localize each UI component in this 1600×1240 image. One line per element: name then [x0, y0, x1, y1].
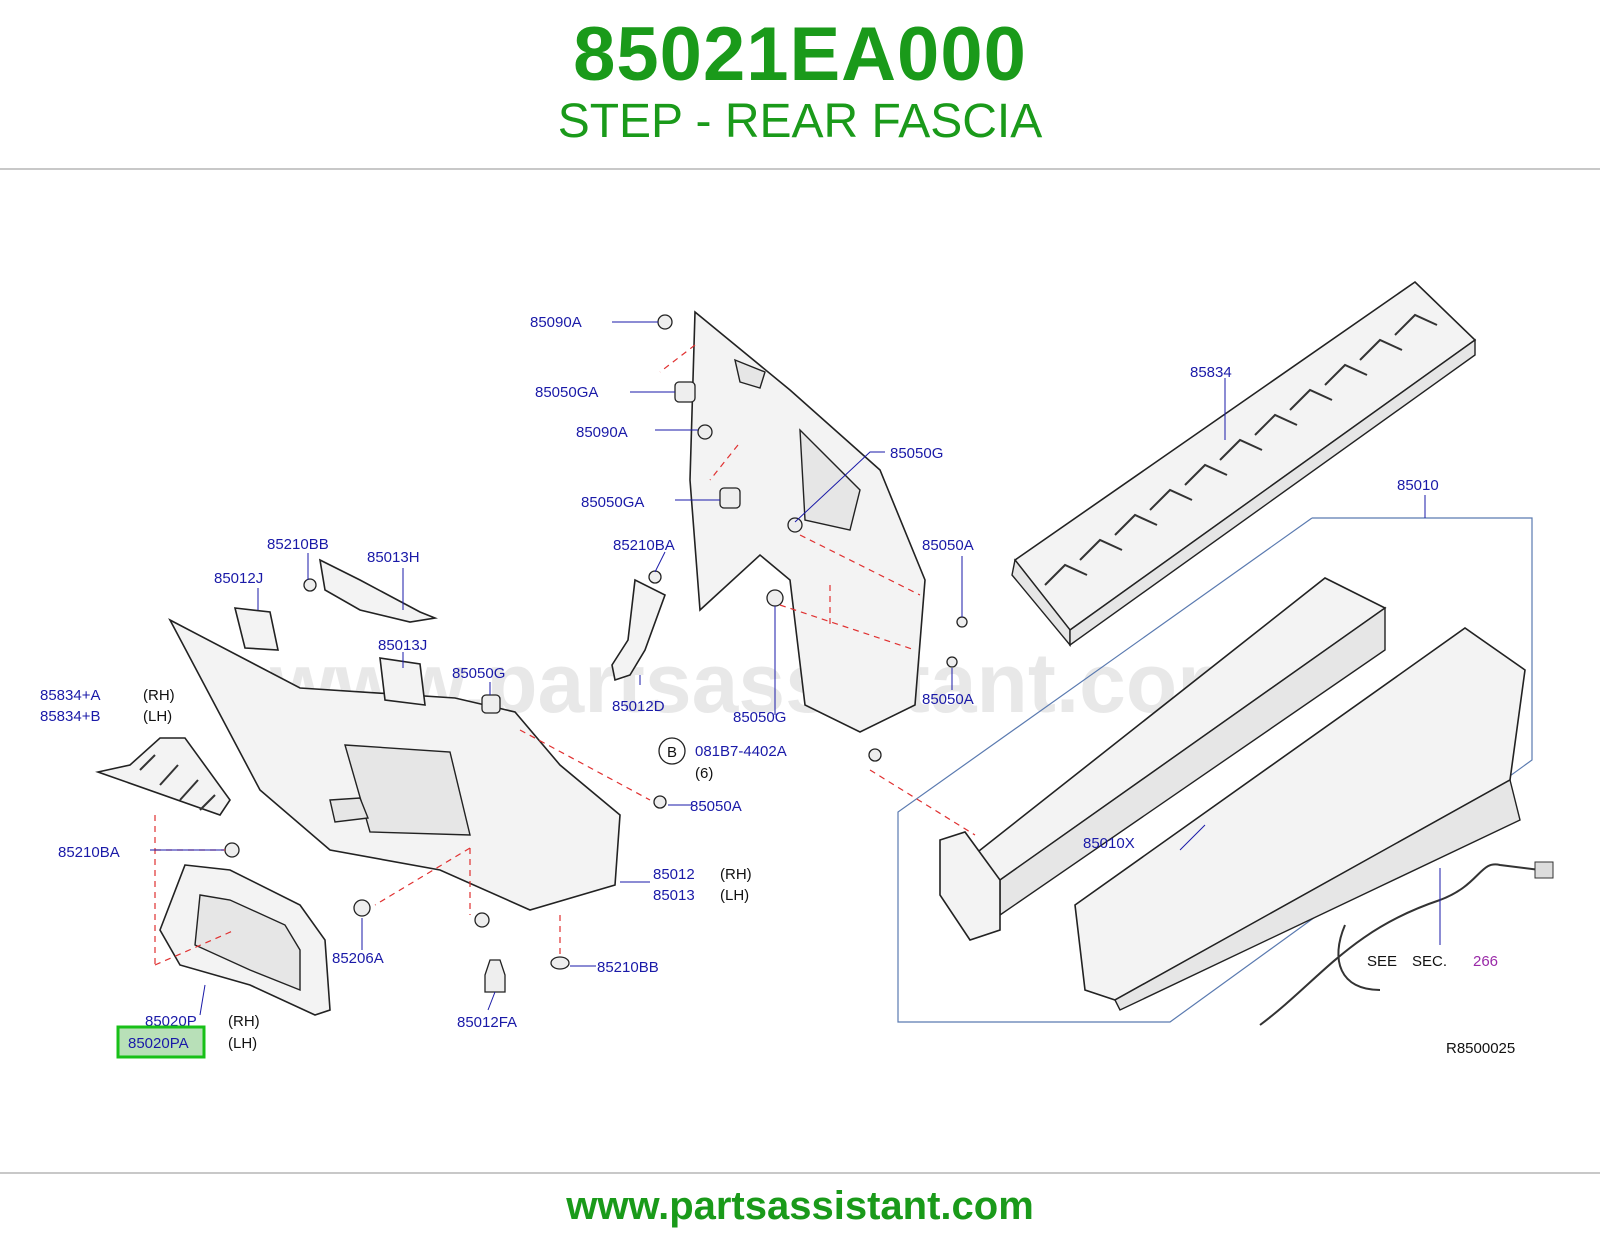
callout-85010[interactable]: 85010 [1397, 477, 1439, 494]
callout-85050A-1[interactable]: 85050A [922, 537, 974, 554]
callout-85206A[interactable]: 85206A [332, 950, 384, 967]
website-link[interactable]: www.partsassistant.com [566, 1184, 1034, 1228]
footer-divider [0, 1172, 1600, 1174]
part-number-title: 85021EA000 [573, 12, 1027, 97]
callout-85050GA-1[interactable]: 85050GA [535, 384, 598, 401]
note-rh-1: (RH) [143, 687, 175, 704]
callout-85210BA-1[interactable]: 85210BA [613, 537, 675, 554]
callout-85013H[interactable]: 85013H [367, 549, 420, 566]
retainer-85012J [233, 607, 279, 651]
part-description: STEP - REAR FASCIA [557, 95, 1043, 148]
bracket-85012D [611, 578, 666, 682]
note-lh-3: (LH) [228, 1035, 257, 1052]
callout-081B7-4402A[interactable]: 081B7-4402A [695, 743, 787, 760]
callout-85090A-1[interactable]: 85090A [530, 314, 582, 331]
callout-85050A-2[interactable]: 85050A [922, 691, 974, 708]
callout-85010X[interactable]: 85010X [1083, 835, 1135, 852]
callout-85834B[interactable]: 85834+B [40, 708, 100, 725]
section-reference-link[interactable]: 266 [1473, 953, 1498, 970]
callout-85020PA[interactable]: 85020PA [128, 1035, 189, 1052]
parts-diagram: www.partsassistant.com [40, 280, 1554, 1059]
callout-85050GA-2[interactable]: 85050GA [581, 494, 644, 511]
step-pad-85834A [95, 737, 231, 816]
rear-fascia-side-upper [689, 310, 926, 733]
callout-85210BB-1[interactable]: 85210BB [267, 536, 329, 553]
reference-circle-b [658, 737, 686, 765]
leader-lines [150, 321, 1441, 1016]
highlight-box-85020PA [116, 1025, 206, 1059]
callout-85834A[interactable]: 85834+A [40, 687, 100, 704]
fasteners [224, 314, 968, 993]
retainer-85013J [379, 657, 426, 706]
quantity-note: (6) [695, 765, 713, 782]
rear-step-pad-85834 [1011, 280, 1477, 647]
see-text: SEE [1367, 953, 1397, 970]
bumper-assembly-85010 [897, 495, 1554, 1026]
header-divider [0, 168, 1600, 170]
rear-fascia-side-lower [168, 618, 621, 911]
callout-85012[interactable]: 85012 [653, 866, 695, 883]
sec-text: SEC. [1412, 953, 1447, 970]
callout-85210BB-2[interactable]: 85210BB [597, 959, 659, 976]
note-lh-2: (LH) [720, 887, 749, 904]
callout-85013J[interactable]: 85013J [378, 637, 427, 654]
callout-85834[interactable]: 85834 [1190, 364, 1232, 381]
note-rh-2: (RH) [720, 866, 752, 883]
highlight-fill [118, 1027, 204, 1057]
callout-85050G-3[interactable]: 85050G [733, 709, 786, 726]
callout-85090A-2[interactable]: 85090A [576, 424, 628, 441]
callout-85013[interactable]: 85013 [653, 887, 695, 904]
callout-85012J[interactable]: 85012J [214, 570, 263, 587]
reference-b-label: B [667, 744, 677, 761]
callout-85012D[interactable]: 85012D [612, 698, 665, 715]
step-trim-85020P [159, 864, 331, 1016]
figure-code: R8500025 [1446, 1040, 1515, 1057]
callout-85050G-2[interactable]: 85050G [452, 665, 505, 682]
bracket-85013H [318, 558, 438, 623]
callout-85050A-3[interactable]: 85050A [690, 798, 742, 815]
note-rh-3: (RH) [228, 1013, 260, 1030]
callout-85050G-1[interactable]: 85050G [890, 445, 943, 462]
callout-85210BA-2[interactable]: 85210BA [58, 844, 120, 861]
callout-85012FA[interactable]: 85012FA [457, 1014, 517, 1031]
note-lh-1: (LH) [143, 708, 172, 725]
